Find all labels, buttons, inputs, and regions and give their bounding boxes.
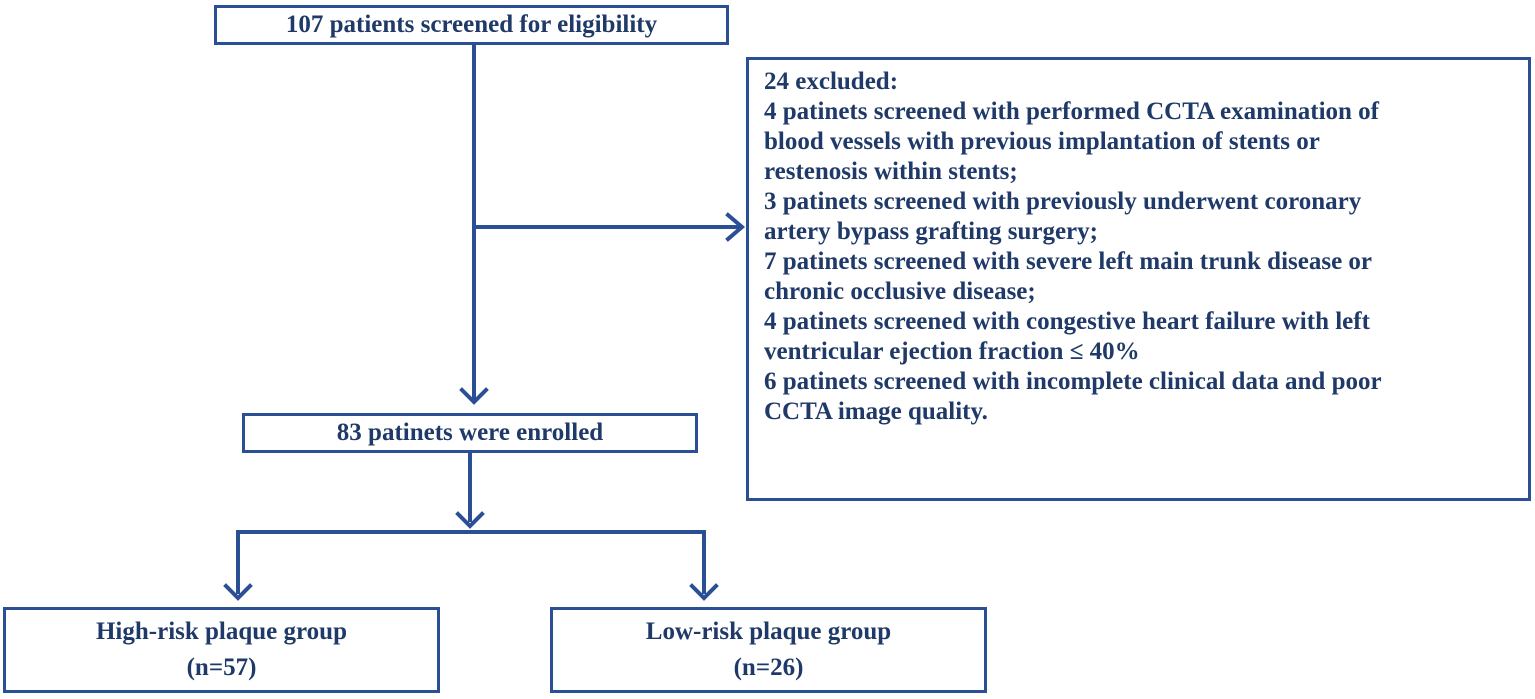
high-risk-group-name: High-risk plaque group — [95, 618, 347, 645]
excluded-line: ventricular ejection fraction ≤ 40% — [764, 338, 1140, 365]
excluded-line: restenosis within stents; — [764, 158, 1018, 185]
enrolled-box: 83 patinets were enrolled — [242, 413, 698, 453]
low-risk-group-box: Low-risk plaque group (n=26) — [550, 607, 987, 693]
excluded-line: chronic occlusive disease; — [764, 278, 1036, 305]
screened-label: 107 patients screened for eligibility — [285, 11, 658, 38]
excluded-line: artery bypass grafting surgery; — [764, 218, 1098, 245]
excluded-line: CCTA image quality. — [764, 398, 988, 425]
excluded-line: 7 patinets screened with severe left mai… — [764, 248, 1373, 275]
excluded-line: blood vessels with previous implantation… — [764, 128, 1320, 155]
screened-box: 107 patients screened for eligibility — [214, 5, 729, 45]
excluded-line: 4 patinets screened with congestive hear… — [764, 308, 1370, 335]
enrolled-label: 83 patinets were enrolled — [336, 419, 604, 446]
excluded-line: 6 patinets screened with incomplete clin… — [764, 368, 1382, 395]
high-risk-group-count: (n=57) — [186, 654, 257, 681]
low-risk-group-name: Low-risk plaque group — [645, 618, 892, 645]
excluded-line: 4 patinets screened with performed CCTA … — [764, 98, 1379, 125]
excluded-box: 24 excluded: 4 patinets screened with pe… — [746, 57, 1531, 501]
excluded-line: 3 patinets screened with previously unde… — [764, 188, 1362, 215]
arrowhead-enrolled — [459, 387, 489, 405]
arrowhead-split — [455, 511, 485, 529]
excluded-line: 24 excluded: — [764, 68, 899, 95]
arrowhead-low-risk — [689, 583, 719, 601]
low-risk-group-count: (n=26) — [733, 654, 804, 681]
high-risk-group-box: High-risk plaque group (n=57) — [3, 607, 440, 693]
arrowhead-excluded — [725, 212, 746, 242]
arrowhead-high-risk — [223, 583, 253, 601]
